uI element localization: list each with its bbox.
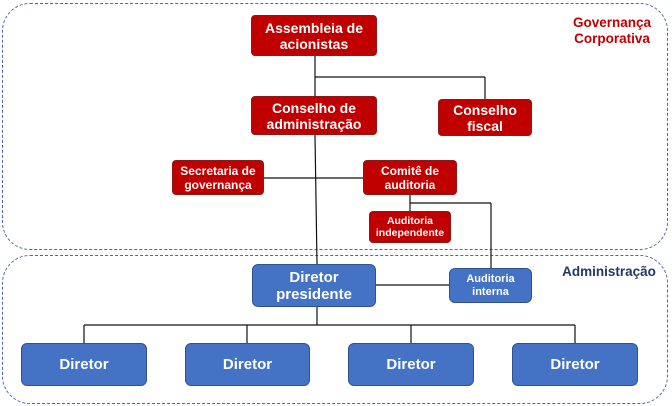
node-assembleia-acionistas: Assembleia de acionistas xyxy=(251,15,377,56)
node-conselho-fiscal: Conselho fiscal xyxy=(438,99,532,136)
administration-region-label: Administração xyxy=(562,264,656,279)
connector-conselho-presidente xyxy=(314,134,318,265)
node-diretor: Diretor xyxy=(348,343,474,386)
node-comite-auditoria: Comitê de auditoria xyxy=(363,160,457,195)
node-diretor: Diretor xyxy=(185,343,310,386)
node-diretor-presidente: Diretor presidente xyxy=(252,264,376,307)
node-auditoria-independente: Auditoria independente xyxy=(369,211,451,243)
node-diretor: Diretor xyxy=(512,343,638,386)
node-auditoria-interna: Auditoria interna xyxy=(449,268,532,303)
node-diretor: Diretor xyxy=(21,343,147,386)
administration-region xyxy=(2,255,668,404)
node-secretaria-governanca: Secretaria de governança xyxy=(172,160,264,195)
governance-region-label: Governança Corporativa xyxy=(572,15,652,46)
governance-region xyxy=(2,3,668,250)
node-conselho-administracao: Conselho de administração xyxy=(251,96,377,135)
